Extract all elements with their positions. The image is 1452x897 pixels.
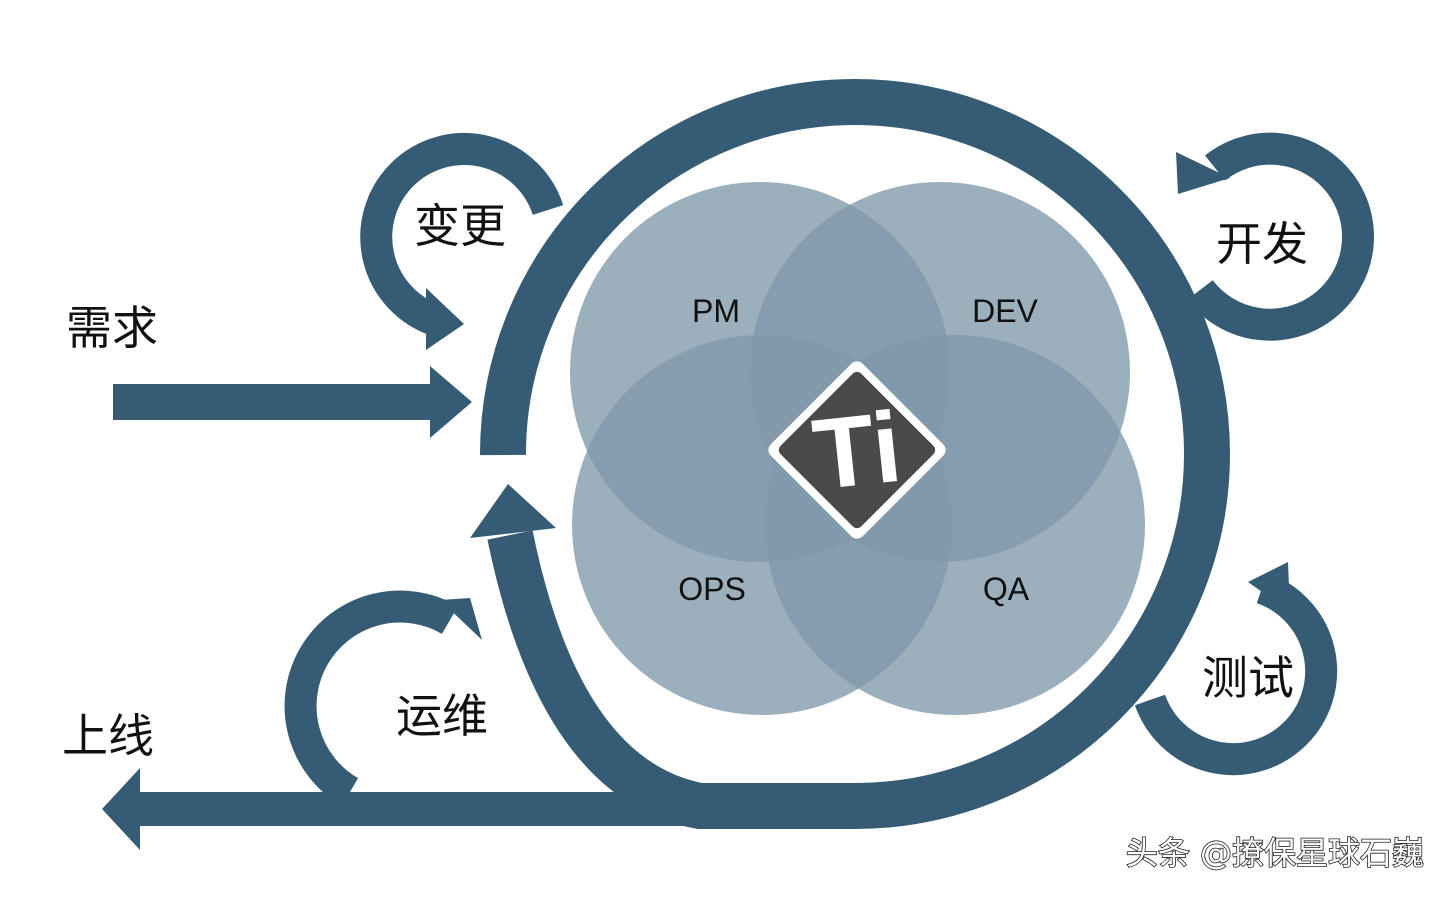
stage-label-testing: 测试 xyxy=(1202,651,1294,705)
operations-loop-arrowhead xyxy=(440,598,482,640)
role-label-dev: DEV xyxy=(972,293,1038,329)
center-logo-letters: Ti xyxy=(808,391,906,511)
release-arrow-shaft xyxy=(140,792,700,826)
change-loop xyxy=(360,133,564,336)
testing-loop-arrowhead xyxy=(1248,562,1290,612)
watermark: 头条 @撩保星球石巍 xyxy=(1126,834,1424,872)
role-label-ops: OPS xyxy=(678,571,746,607)
stage-label-operations: 运维 xyxy=(396,689,488,743)
stage-label-release: 上线 xyxy=(62,709,154,763)
role-label-pm: PM xyxy=(692,293,740,329)
qa-circle xyxy=(765,335,1145,715)
requirement-arrow-shaft xyxy=(113,384,433,420)
ti-diamond-icon: Ti xyxy=(768,361,946,539)
release-arrowhead xyxy=(102,768,140,850)
development-loop xyxy=(1187,132,1374,341)
development-loop-arrowhead xyxy=(1176,152,1230,194)
stage-label-development: 开发 xyxy=(1216,217,1308,271)
operations-loop xyxy=(284,590,459,806)
stage-label-requirement: 需求 xyxy=(66,301,158,355)
main-cycle-ring xyxy=(479,79,1230,829)
return-arc-arrowhead xyxy=(470,484,556,538)
change-loop-arrowhead xyxy=(426,288,464,350)
testing-loop xyxy=(1134,572,1338,776)
stage-label-change: 变更 xyxy=(414,199,506,253)
requirement-arrowhead xyxy=(430,366,472,438)
role-label-qa: QA xyxy=(983,571,1030,607)
